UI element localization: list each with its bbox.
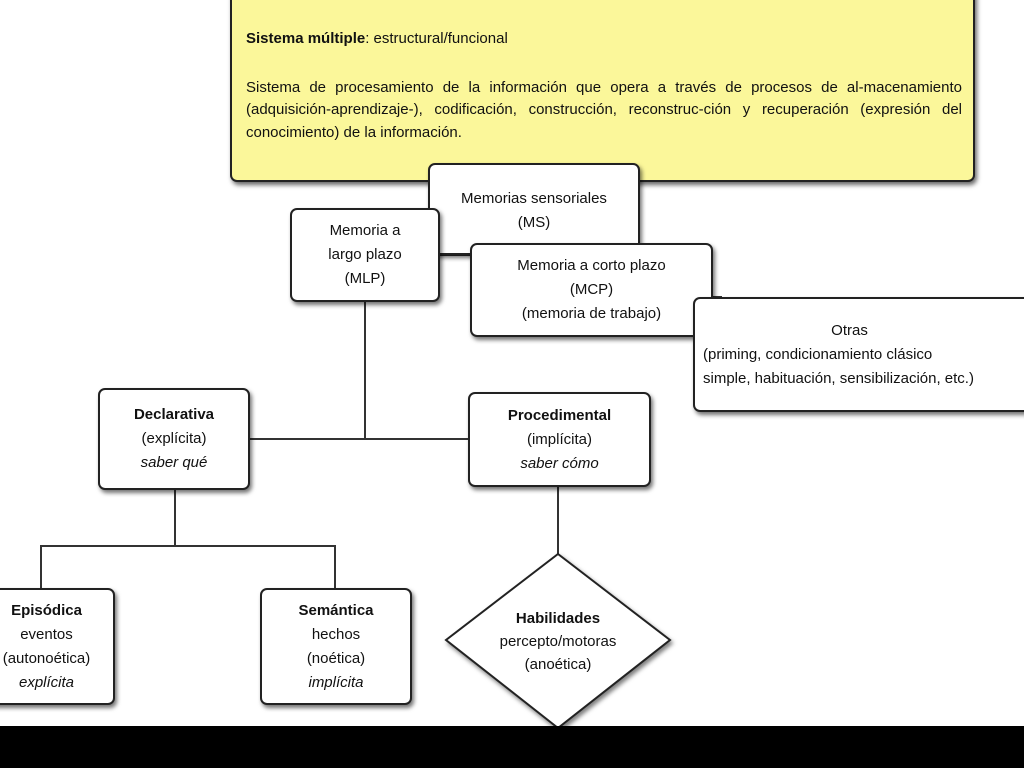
node-text: (MS) <box>517 214 551 231</box>
node-memorias-sensoriales: Memorias sensoriales (MS) <box>428 163 640 255</box>
connector <box>250 438 470 440</box>
node-text: (priming, condicionamiento clásico <box>703 345 933 363</box>
node-text: (memoria de trabajo) <box>521 305 662 322</box>
node-title: Habilidades <box>515 610 601 627</box>
node-text: (MLP) <box>344 270 386 287</box>
node-text: percepto/motoras <box>499 633 617 650</box>
node-text: (autonoética) <box>2 649 91 667</box>
node-procedimental: Procedimental (implícita) saber cómo <box>468 392 651 487</box>
node-semantica: Semántica hechos (noética) implícita <box>260 588 412 705</box>
node-text: implícita <box>308 673 364 691</box>
node-text: explícita <box>18 673 75 691</box>
connector <box>40 545 336 547</box>
definition-box: Sistema múltiple: estructural/funcional … <box>230 0 975 182</box>
node-text: largo plazo <box>328 246 402 263</box>
node-text: simple, habituación, sensibilización, et… <box>703 369 974 387</box>
node-text: Otras <box>831 321 868 339</box>
connector <box>334 545 336 589</box>
black-letterbox-bar <box>0 726 1024 768</box>
node-text: saber qué <box>140 454 208 471</box>
node-text: Memoria a corto plazo <box>517 257 666 274</box>
node-text: (anoética) <box>524 656 592 673</box>
node-text: Memoria a <box>329 222 401 239</box>
connector <box>440 254 472 256</box>
definition-title: Sistema múltiple: estructural/funcional <box>246 30 508 47</box>
connector <box>364 302 366 440</box>
connector <box>174 490 176 546</box>
node-text: (explícita) <box>141 430 207 447</box>
node-declarativa: Declarativa (explícita) saber qué <box>98 388 250 490</box>
node-text: saber cómo <box>520 454 599 472</box>
node-title: Procedimental <box>507 406 612 424</box>
node-mlp: Memoria a largo plazo (MLP) <box>290 208 440 302</box>
node-habilidades: Habilidades percepto/motoras (anoética) <box>458 607 658 676</box>
node-title: Declarativa <box>133 406 215 423</box>
node-text: (implícita) <box>526 430 592 448</box>
definition-paragraph: Sistema de procesamiento de la informaci… <box>246 78 962 141</box>
connector <box>557 487 559 555</box>
node-text: (noética) <box>306 649 366 667</box>
node-mcp: Memoria a corto plazo (MCP) (memoria de … <box>470 243 713 337</box>
node-title: Semántica <box>298 601 374 619</box>
node-text: hechos <box>311 625 361 643</box>
node-otras: Otras (priming, condicionamiento clásico… <box>693 297 1024 412</box>
node-episodica: Episódica eventos (autonoética) explícit… <box>0 588 115 705</box>
node-text: Memorias sensoriales <box>461 190 607 207</box>
connector <box>40 545 42 589</box>
node-title: Episódica <box>11 601 82 619</box>
node-text: (MCP) <box>569 281 614 298</box>
node-text: eventos <box>20 625 73 643</box>
